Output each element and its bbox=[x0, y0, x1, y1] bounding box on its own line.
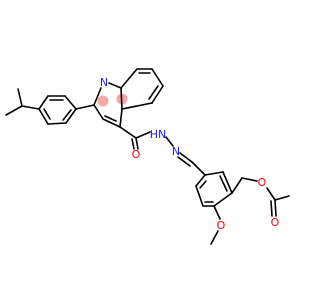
bond-ar-5-inner bbox=[219, 175, 228, 192]
highlight-c2 bbox=[97, 95, 109, 107]
bond-ph-quinoline bbox=[75, 104, 95, 110]
atom-ester-o-carbonyl: O bbox=[271, 216, 280, 229]
atom-methoxy-o: O bbox=[217, 219, 226, 232]
atom-hydrazide-nh: HN bbox=[150, 128, 167, 141]
bond-o-acyl-c bbox=[266, 187, 276, 201]
bonds bbox=[5, 68, 290, 245]
molecule-drawing: N O HN N O O O bbox=[0, 0, 300, 300]
bond-ph-6 bbox=[38, 108, 49, 125]
bond-ar-ome bbox=[213, 205, 221, 220]
bond-n-ch bbox=[179, 152, 193, 163]
bond-ph-3 bbox=[64, 95, 77, 110]
structure-canvas: N O HN N O O O bbox=[0, 0, 300, 300]
bond-c2-n1 bbox=[93, 87, 102, 106]
bond-amide-c-nh bbox=[135, 131, 151, 139]
bond-ar-ch2 bbox=[231, 177, 243, 194]
atom-ester-o-single: O bbox=[258, 176, 267, 189]
bond-ar-1 bbox=[195, 174, 206, 187]
bond-acyl-c-me bbox=[274, 195, 290, 201]
bond-c6-c5-inner bbox=[148, 85, 159, 100]
bond-ch2-o bbox=[241, 177, 258, 182]
bond-ch-ring bbox=[191, 161, 206, 176]
bond-c4-amide-c bbox=[119, 126, 137, 139]
atom-labels: N O HN N O O O bbox=[100, 76, 280, 232]
bond-ar-6 bbox=[204, 171, 224, 176]
bond-c4-c3-inner bbox=[104, 115, 117, 122]
bond-ph-1 bbox=[38, 95, 49, 110]
bond-ph-6-inner bbox=[43, 108, 51, 120]
atom-amide-o: O bbox=[132, 148, 141, 161]
bond-isopropyl-ring bbox=[21, 105, 40, 110]
bond-c7-c6 bbox=[151, 68, 164, 87]
bond-ph-5 bbox=[47, 122, 67, 125]
atom-imine-n: N bbox=[172, 145, 180, 158]
bond-isopropyl-me2 bbox=[5, 105, 23, 116]
bond-acyl-c-o-double bbox=[270, 200, 273, 217]
bond-ar-5 bbox=[222, 171, 233, 194]
bond-ar-1-inner bbox=[199, 180, 207, 189]
bond-amide-c-o bbox=[135, 137, 139, 150]
bond-ar-2 bbox=[195, 185, 204, 207]
bond-acyl-c-o bbox=[274, 199, 277, 217]
atom-quinoline-n: N bbox=[100, 76, 108, 89]
bond-isopropyl-me1 bbox=[17, 88, 23, 107]
bond-n1-c8a bbox=[108, 82, 122, 89]
bond-c8a-c8 bbox=[120, 68, 138, 89]
background bbox=[0, 0, 300, 300]
bond-c3-c2 bbox=[93, 104, 104, 120]
bond-ph-4-inner bbox=[62, 109, 72, 121]
bond-o-me bbox=[210, 230, 219, 245]
bond-ar-4 bbox=[213, 192, 233, 207]
bond-c5-c4a bbox=[121, 102, 153, 110]
bond-c4-c3 bbox=[102, 118, 121, 128]
bond-nh-n bbox=[165, 136, 174, 147]
bond-c6-c5 bbox=[151, 85, 164, 104]
bond-c4a-c4 bbox=[119, 108, 123, 128]
bond-c8a-c4a bbox=[120, 87, 123, 110]
bond-amide-c-o-double bbox=[131, 138, 135, 150]
bond-ph-4 bbox=[65, 108, 77, 124]
bond-n-ch-double bbox=[177, 156, 191, 167]
